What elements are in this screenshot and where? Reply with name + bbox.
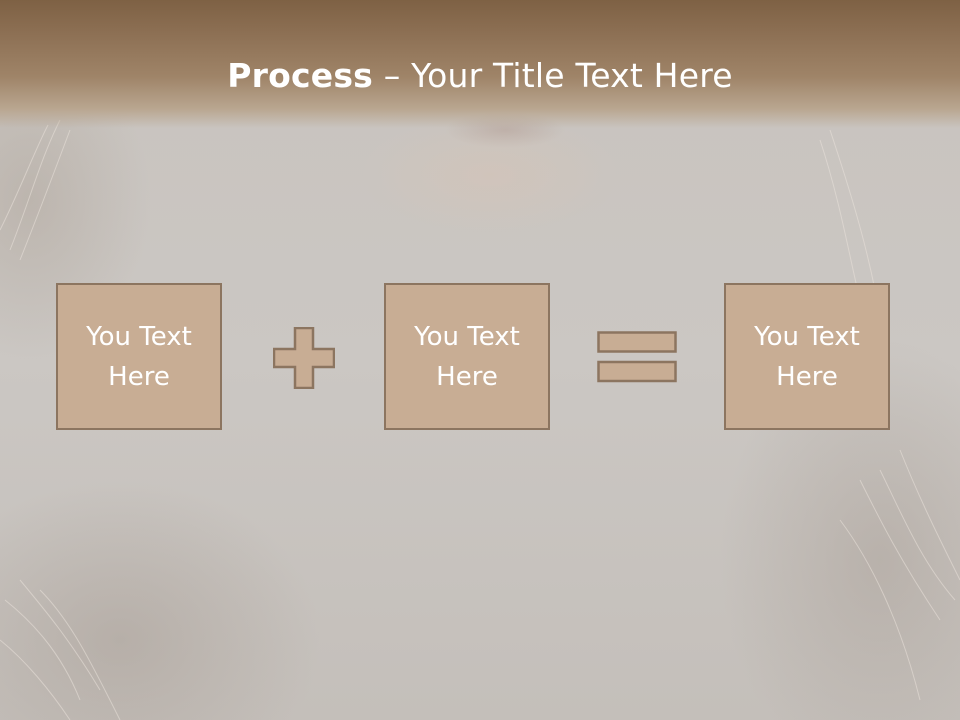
process-box-3-text: You Text Here bbox=[754, 321, 860, 392]
title-normal-part: – Your Title Text Here bbox=[373, 56, 733, 95]
plus-icon bbox=[273, 327, 335, 389]
equals-icon bbox=[597, 331, 677, 383]
process-box-2-text: You Text Here bbox=[414, 321, 520, 392]
process-box-3[interactable]: You Text Here bbox=[724, 283, 890, 430]
title-bold-part: Process bbox=[227, 56, 374, 95]
process-box-1-text: You Text Here bbox=[86, 321, 192, 392]
process-box-2[interactable]: You Text Here bbox=[384, 283, 550, 430]
header-band bbox=[0, 0, 960, 128]
page-title: Process – Your Title Text Here bbox=[0, 52, 960, 100]
process-box-1[interactable]: You Text Here bbox=[56, 283, 222, 430]
